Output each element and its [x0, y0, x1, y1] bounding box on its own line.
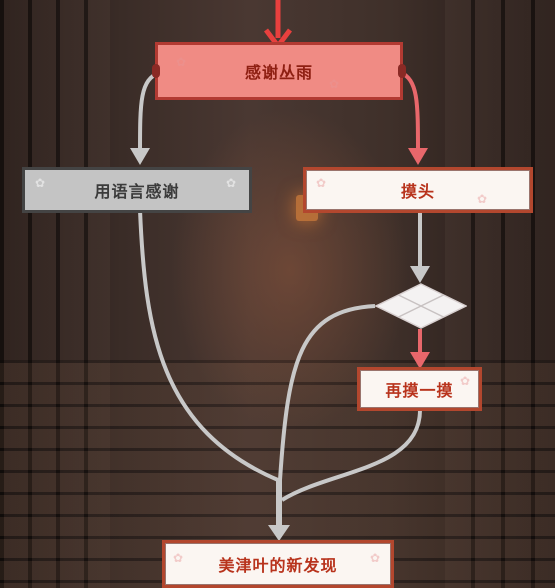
left-wall [0, 0, 110, 588]
right-wall [445, 0, 555, 588]
ticket-notch-left [152, 64, 160, 78]
connector-left-bottom [138, 209, 280, 528]
incoming-arrow [264, 0, 292, 49]
choice-label: 摸头 [400, 182, 435, 201]
sakura-icon: ✿ [369, 551, 381, 565]
sakura-icon: ✿ [176, 55, 188, 69]
sakura-icon: ✿ [316, 176, 328, 190]
bottom-arrow-head [268, 525, 290, 541]
connector-diamond-again [410, 329, 430, 369]
sakura-icon: ✿ [328, 77, 340, 91]
choice-label: 美津叶的新发现 [218, 556, 338, 575]
choice-label: 感谢丛雨 [244, 63, 313, 82]
choice-node-pat-again[interactable]: ✿ 再摸一摸 [357, 367, 482, 411]
sakura-icon: ✿ [459, 374, 471, 388]
choice-label: 用语言感谢 [94, 182, 180, 201]
choice-node-thank-with-words[interactable]: ✿ ✿ 用语言感谢 [22, 167, 252, 213]
ticket-notch-right [398, 64, 406, 78]
sakura-icon: ✿ [476, 192, 488, 206]
sakura-icon: ✿ [173, 551, 185, 565]
connector-right-diamond [410, 210, 430, 283]
sakura-icon: ✿ [35, 176, 47, 190]
story-node-mitsuha-discovery[interactable]: ✿ ✿ 美津叶的新发现 [162, 540, 394, 588]
sakura-icon: ✿ [225, 176, 237, 190]
choice-node-thank-murasame[interactable]: ✿ ✿ 感谢丛雨 [152, 42, 406, 100]
branch-diamond-icon[interactable] [375, 283, 467, 329]
connector-diamond-bottom [278, 304, 376, 528]
connector-again-bottom [280, 409, 422, 502]
choice-node-pat-head[interactable]: ✿ ✿ 摸头 [303, 167, 533, 213]
connector-top-right [399, 70, 428, 165]
choice-label: 再摸一摸 [385, 381, 454, 400]
